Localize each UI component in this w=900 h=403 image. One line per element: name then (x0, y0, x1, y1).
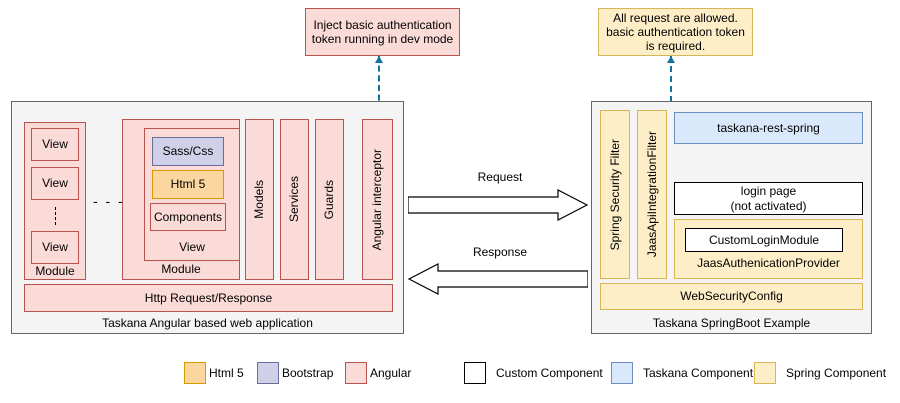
login-page-label-line2: (not activated) (730, 198, 807, 213)
column-services: Services (280, 119, 309, 280)
module-simple-vertical-ellipsis-icon (55, 207, 56, 225)
legend-swatch-custom-component (464, 362, 486, 384)
legend-label-html5: Html 5 (209, 366, 244, 380)
legend-swatch-html5 (184, 362, 206, 384)
legend-swatch-spring-component (754, 362, 776, 384)
column-guards: Guards (315, 119, 344, 280)
module-simple-view-1: View (31, 128, 79, 161)
column-angular-interceptor: Angular interceptor (362, 119, 393, 280)
response-arrow-label: Response (472, 245, 528, 259)
legend-swatch-bootstrap (257, 362, 279, 384)
item-sass-css-label: Sass/Css (162, 144, 214, 159)
module-simple-view-2: View (31, 167, 79, 200)
column-models: Models (245, 119, 274, 280)
note-inject-basic-auth-text: Inject basic authentication token runnin… (311, 17, 454, 46)
login-page-label-line1: login page (740, 184, 797, 199)
legend-label-taskana-component: Taskana Component (643, 366, 754, 380)
column-angular-interceptor-label: Angular interceptor (370, 148, 385, 251)
custom-login-module-box: CustomLoginModule (685, 228, 843, 252)
item-components: Components (150, 203, 226, 231)
legend-label-custom-component: Custom Component (496, 366, 603, 380)
custom-login-module-label: CustomLoginModule (708, 232, 820, 247)
column-services-label: Services (287, 176, 302, 223)
column-models-label: Models (252, 180, 267, 219)
web-security-config-box: WebSecurityConfig (600, 283, 863, 310)
module-simple-view-2-label: View (42, 176, 68, 191)
item-sass-css: Sass/Css (152, 137, 224, 166)
right-panel-caption: Taskana SpringBoot Example (652, 316, 811, 330)
jaas-authentication-provider-label: JaasAuthenicationProvider (697, 256, 840, 270)
filter-spring-security-label: Spring Security Filter (607, 138, 622, 251)
taskana-rest-spring-box: taskana-rest-spring (674, 112, 863, 144)
request-arrow-icon (408, 189, 588, 221)
web-security-config-label: WebSecurityConfig (680, 289, 783, 304)
login-page-box: login page (not activated) (674, 182, 863, 215)
module-simple-view-3-label: View (42, 240, 68, 255)
legend-label-angular: Angular (370, 366, 412, 380)
module-detailed-view-label: View (179, 240, 205, 254)
http-request-response-label: Http Request/Response (144, 290, 273, 305)
note-all-requests-allowed: All request are allowed. basic authentic… (598, 8, 753, 56)
module-simple-view-3: View (31, 231, 79, 264)
item-html5: Html 5 (152, 170, 224, 199)
filter-spring-security: Spring Security Filter (600, 110, 630, 279)
module-simple-view-1-label: View (42, 137, 68, 152)
column-guards-label: Guards (322, 179, 337, 220)
response-arrow-icon (408, 263, 588, 295)
request-arrow-label: Request (477, 170, 523, 184)
legend-swatch-taskana-component (611, 362, 633, 384)
http-request-response-bar: Http Request/Response (24, 284, 393, 312)
left-panel-caption: Taskana Angular based web application (102, 316, 313, 330)
item-components-label: Components (153, 209, 223, 224)
connector-left-note-line (378, 56, 380, 120)
modules-ellipsis-icon: - - - (93, 193, 125, 209)
note-all-requests-allowed-text: All request are allowed. basic authentic… (606, 10, 745, 54)
filter-jaas-api-integration-label: JaasApiIntegrationFilter (644, 131, 659, 258)
taskana-rest-spring-label: taskana-rest-spring (717, 120, 820, 135)
connector-right-note-arrowhead (667, 56, 675, 63)
module-detailed-label: Module (161, 262, 201, 276)
filter-jaas-api-integration: JaasApiIntegrationFilter (637, 110, 667, 279)
module-simple-label: Module (35, 264, 75, 278)
legend-label-bootstrap: Bootstrap (282, 366, 334, 380)
connector-left-note-arrowhead (375, 56, 383, 63)
legend-swatch-angular (345, 362, 367, 384)
legend-label-spring-component: Spring Component (786, 366, 887, 380)
note-inject-basic-auth: Inject basic authentication token runnin… (305, 8, 460, 56)
item-html5-label: Html 5 (170, 177, 206, 192)
